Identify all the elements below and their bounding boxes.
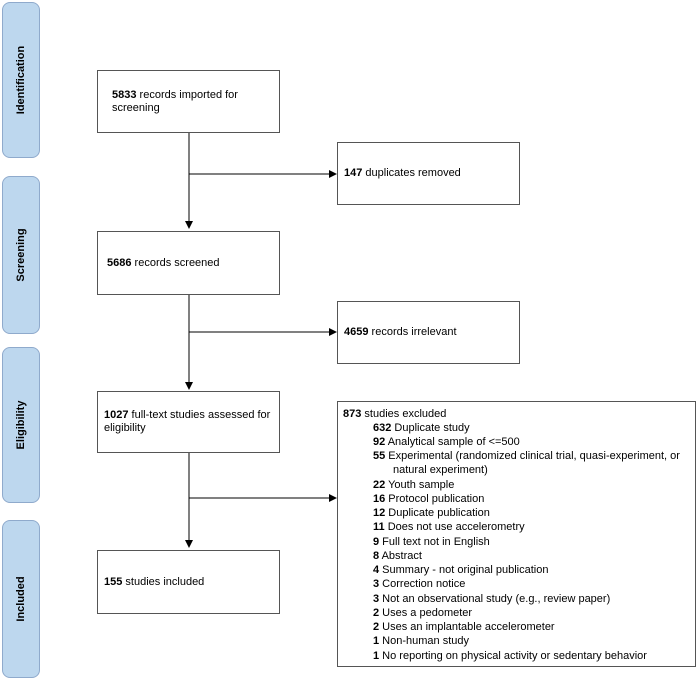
imported-text: records imported for screening: [112, 88, 238, 114]
reason-count: 3: [373, 593, 380, 605]
screened-count: 5686: [107, 256, 132, 269]
reason-text: Not an observational study (e.g., review…: [379, 593, 611, 605]
exclusion-reason: 16 Protocol publication: [373, 493, 484, 506]
phase-eligibility: Eligibility: [2, 347, 40, 503]
box-studies-excluded: [337, 401, 696, 667]
exclusion-reason: 55 Experimental (randomized clinical tri…: [373, 450, 680, 463]
reason-count: 55: [373, 450, 386, 462]
exclusion-reason: 3 Not an observational study (e.g., revi…: [373, 593, 610, 606]
box-records-screened: 5686 records screened: [97, 231, 280, 295]
box-records-imported: 5833 records imported for screening: [97, 70, 280, 133]
reason-text: Uses a pedometer: [379, 607, 473, 619]
reason-text: Analytical sample of <=500: [385, 436, 520, 448]
reason-count: 8: [373, 550, 380, 562]
excluded-text: studies excluded: [361, 408, 447, 420]
box-records-irrelevant: 4659 records irrelevant: [337, 301, 520, 364]
exclusion-reason: 3 Correction notice: [373, 578, 465, 591]
reason-count: 4: [373, 564, 380, 576]
phase-included: Included: [2, 520, 40, 678]
assessed-count: 1027: [104, 409, 129, 421]
reason-count: 2: [373, 607, 380, 619]
reason-text: Correction notice: [379, 578, 466, 590]
reason-count: 22: [373, 479, 386, 491]
exclusion-reason: 22 Youth sample: [373, 479, 454, 492]
reason-count: 11: [373, 521, 385, 533]
screened-text: records screened: [131, 256, 220, 269]
reason-text: Full text not in English: [379, 536, 490, 548]
reason-count: 16: [373, 493, 386, 505]
exclusion-reason: 632 Duplicate study: [373, 422, 470, 435]
assessed-text: full-text studies assessed for eligibili…: [104, 409, 271, 434]
reason-count: 3: [373, 578, 380, 590]
reason-text: Duplicate study: [391, 422, 470, 434]
exclusion-reason: 1 No reporting on physical activity or s…: [373, 650, 647, 663]
reason-count: 2: [373, 621, 380, 633]
exclusion-reason: 1 Non-human study: [373, 635, 469, 648]
irrelevant-text: records irrelevant: [368, 326, 457, 338]
exclusion-reason: 4 Summary - not original publication: [373, 564, 548, 577]
reason-text: Duplicate publication: [385, 507, 490, 519]
exclusion-reason: 2 Uses an implantable accelerometer: [373, 621, 555, 634]
reason-count: 1: [373, 635, 380, 647]
phase-identification: Identification: [2, 2, 40, 158]
included-text: studies included: [122, 575, 205, 588]
box-studies-included: 155 studies included: [97, 550, 280, 614]
reason-count: 632: [373, 422, 392, 434]
reason-count: 12: [373, 507, 386, 519]
excluded-heading: 873 studies excluded: [343, 408, 446, 421]
duplicates-count: 147: [344, 167, 363, 179]
exclusion-reason: 9 Full text not in English: [373, 536, 490, 549]
reason-count: 92: [373, 436, 386, 448]
exclusion-reason: 2 Uses a pedometer: [373, 607, 472, 620]
exclusion-reason: 11 Does not use accelerometry: [373, 521, 525, 534]
exclusion-reason: 92 Analytical sample of <=500: [373, 436, 520, 449]
reason-text: Uses an implantable accelerometer: [379, 621, 555, 633]
reason-count: 9: [373, 536, 380, 548]
exclusion-reason: 8 Abstract: [373, 550, 422, 563]
reason-text: Abstract: [379, 550, 422, 562]
irrelevant-count: 4659: [344, 326, 369, 338]
reason-text: Experimental (randomized clinical trial,…: [385, 450, 680, 462]
reason-text: Non-human study: [379, 635, 470, 647]
included-count: 155: [104, 575, 123, 588]
reason-text: Summary - not original publication: [379, 564, 549, 576]
reason-text: No reporting on physical activity or sed…: [379, 650, 647, 662]
exclusion-reason-continued: natural experiment): [393, 464, 488, 477]
reason-text: Youth sample: [385, 479, 455, 491]
box-full-text-assessed: 1027 full-text studies assessed for elig…: [97, 391, 280, 453]
reason-text: Protocol publication: [385, 493, 485, 505]
exclusion-reason: 12 Duplicate publication: [373, 507, 490, 520]
imported-count: 5833: [112, 88, 137, 101]
reason-text: Does not use accelerometry: [384, 521, 525, 533]
box-duplicates-removed: 147 duplicates removed: [337, 142, 520, 205]
phase-screening: Screening: [2, 176, 40, 334]
excluded-count: 873: [343, 408, 362, 420]
reason-count: 1: [373, 650, 380, 662]
reason-text: natural experiment): [393, 464, 488, 476]
duplicates-text: duplicates removed: [362, 167, 461, 179]
